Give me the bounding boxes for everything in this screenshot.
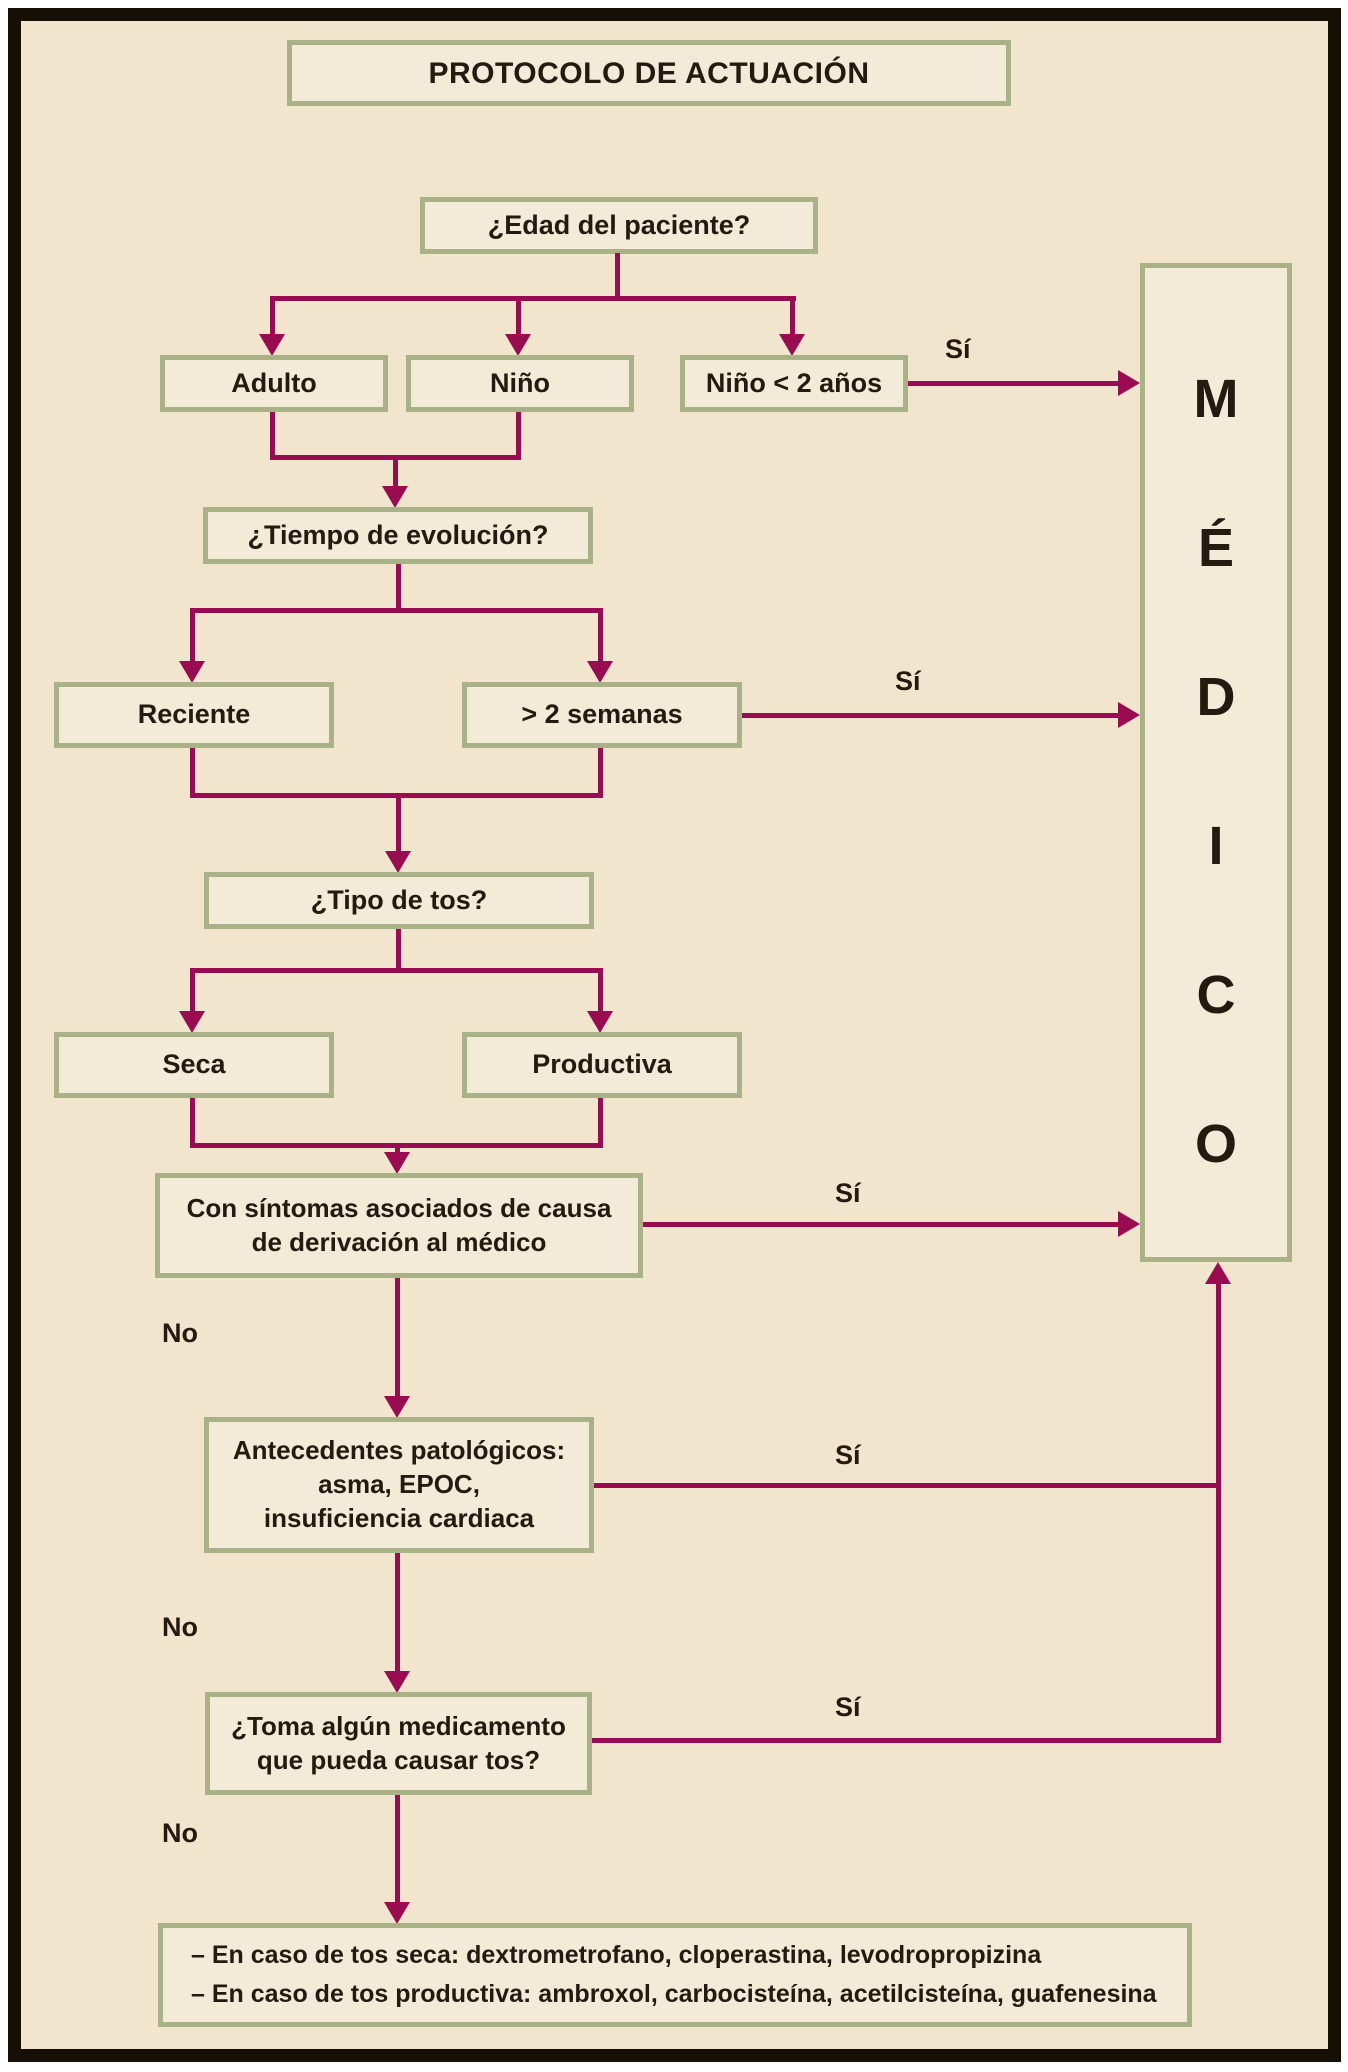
node-toma-medicamento: ¿Toma algún medicamento que pueda causar… xyxy=(205,1692,592,1795)
arrowhead-down xyxy=(259,334,285,356)
node-reciente: Reciente xyxy=(54,682,334,748)
connector-line xyxy=(598,608,603,667)
arrowhead-right xyxy=(1118,702,1140,728)
yes-label: Sí xyxy=(835,1692,861,1722)
no-label: No xyxy=(162,1818,198,1848)
node-recomendaciones: – En caso de tos seca: dextrometrofano, … xyxy=(158,1923,1192,2027)
node-label: Niño xyxy=(490,367,550,398)
node-label: ¿Tiempo de evolución? xyxy=(247,519,549,550)
arrowhead-down xyxy=(179,1011,205,1033)
node-antecedentes: Antecedentes patológicos: asma, EPOC, in… xyxy=(204,1417,594,1553)
arrowhead-down xyxy=(587,661,613,683)
node-label: insuficiencia cardiaca xyxy=(263,1502,535,1533)
connector-line xyxy=(190,1098,195,1148)
connector-line xyxy=(1216,1284,1221,1743)
arrowhead-down xyxy=(384,1671,410,1693)
node-label: Reciente xyxy=(137,699,251,730)
node-productiva: Productiva xyxy=(462,1032,742,1098)
arrowhead-down xyxy=(382,486,408,508)
connector-line xyxy=(643,1222,1122,1227)
connector-line xyxy=(270,412,275,460)
medico-box: M É D I C O xyxy=(1140,263,1292,1262)
medico-letter: É xyxy=(1197,518,1235,578)
node-con-sintomas: Con síntomas asociados de causa de deriv… xyxy=(155,1173,643,1278)
arrowhead-right xyxy=(1118,1211,1140,1237)
no-label: No xyxy=(162,1612,198,1642)
medico-letter: C xyxy=(1196,965,1236,1025)
connector-line xyxy=(598,968,603,1017)
arrowhead-up xyxy=(1205,1262,1231,1284)
connector-line xyxy=(393,455,398,492)
connector-line xyxy=(598,748,603,798)
arrowhead-down xyxy=(505,334,531,356)
node-label: Con síntomas asociados de causa xyxy=(186,1192,612,1223)
node-seca: Seca xyxy=(54,1032,334,1098)
connector-line xyxy=(190,748,195,798)
arrowhead-down xyxy=(779,334,805,356)
yes-label: Sí xyxy=(835,1440,861,1470)
node-tipo-tos: ¿Tipo de tos? xyxy=(204,872,594,929)
connector-line xyxy=(270,296,275,340)
connector-line xyxy=(190,608,603,613)
node-adulto: Adulto xyxy=(160,355,388,412)
connector-line xyxy=(598,1098,603,1148)
node-label: Productiva xyxy=(532,1049,672,1080)
connector-line xyxy=(396,929,401,973)
medico-letter: D xyxy=(1196,667,1236,727)
connector-line xyxy=(395,1143,400,1155)
arrowhead-down xyxy=(587,1011,613,1033)
connector-line xyxy=(396,793,401,853)
connector-line xyxy=(516,412,521,460)
connector-line xyxy=(592,1738,1221,1743)
connector-line xyxy=(190,608,195,667)
arrowhead-down xyxy=(179,661,205,683)
title-box: PROTOCOLO DE ACTUACIÓN xyxy=(287,40,1011,106)
node-tiempo-evolucion: ¿Tiempo de evolución? xyxy=(203,507,593,564)
node-nino-menor-2: Niño < 2 años xyxy=(680,355,908,412)
arrowhead-right xyxy=(1118,370,1140,396)
connector-line xyxy=(908,381,1122,386)
connector-line xyxy=(395,1553,400,1675)
node-label: que pueda causar tos? xyxy=(256,1744,541,1775)
arrowhead-down xyxy=(384,1902,410,1924)
arrowhead-down xyxy=(384,1396,410,1418)
node-mas-2-semanas: > 2 semanas xyxy=(462,682,742,748)
connector-line xyxy=(190,968,603,973)
connector-line xyxy=(395,1795,400,1908)
arrowhead-down xyxy=(384,1152,410,1174)
connector-line xyxy=(270,296,796,301)
node-label: Niño < 2 años xyxy=(705,367,883,398)
connector-line xyxy=(516,296,521,340)
recommendation-line: – En caso de tos productiva: ambroxol, c… xyxy=(191,1980,1157,2008)
node-label: asma, EPOC, xyxy=(318,1469,480,1500)
node-label: ¿Toma algún medicamento xyxy=(231,1710,566,1741)
node-edad-paciente: ¿Edad del paciente? xyxy=(420,197,818,254)
node-nino: Niño xyxy=(406,355,634,412)
node-label: de derivación al médico xyxy=(251,1226,547,1257)
node-label: Adulto xyxy=(231,367,317,398)
recommendation-line: – En caso de tos seca: dextrometrofano, … xyxy=(191,1941,1042,1970)
yes-label: Sí xyxy=(835,1178,861,1208)
connector-line xyxy=(790,296,795,340)
node-label: Seca xyxy=(162,1049,226,1080)
arrowhead-down xyxy=(385,851,411,873)
connector-line xyxy=(615,253,620,301)
yes-label: Sí xyxy=(945,334,971,364)
medico-letter: O xyxy=(1194,1114,1237,1174)
connector-line xyxy=(190,968,195,1017)
node-label: ¿Edad del paciente? xyxy=(487,209,751,240)
connector-line xyxy=(742,713,1122,718)
connector-line xyxy=(396,564,401,613)
connector-line xyxy=(594,1483,1221,1488)
node-label: > 2 semanas xyxy=(521,699,683,730)
page-title: PROTOCOLO DE ACTUACIÓN xyxy=(428,56,870,90)
node-label: ¿Tipo de tos? xyxy=(310,884,488,915)
yes-label: Sí xyxy=(895,666,921,696)
no-label: No xyxy=(162,1318,198,1348)
medico-letter: M xyxy=(1193,369,1239,429)
node-label: Antecedentes patológicos: xyxy=(232,1435,566,1466)
connector-line xyxy=(395,1278,400,1402)
medico-letter: I xyxy=(1208,816,1224,876)
